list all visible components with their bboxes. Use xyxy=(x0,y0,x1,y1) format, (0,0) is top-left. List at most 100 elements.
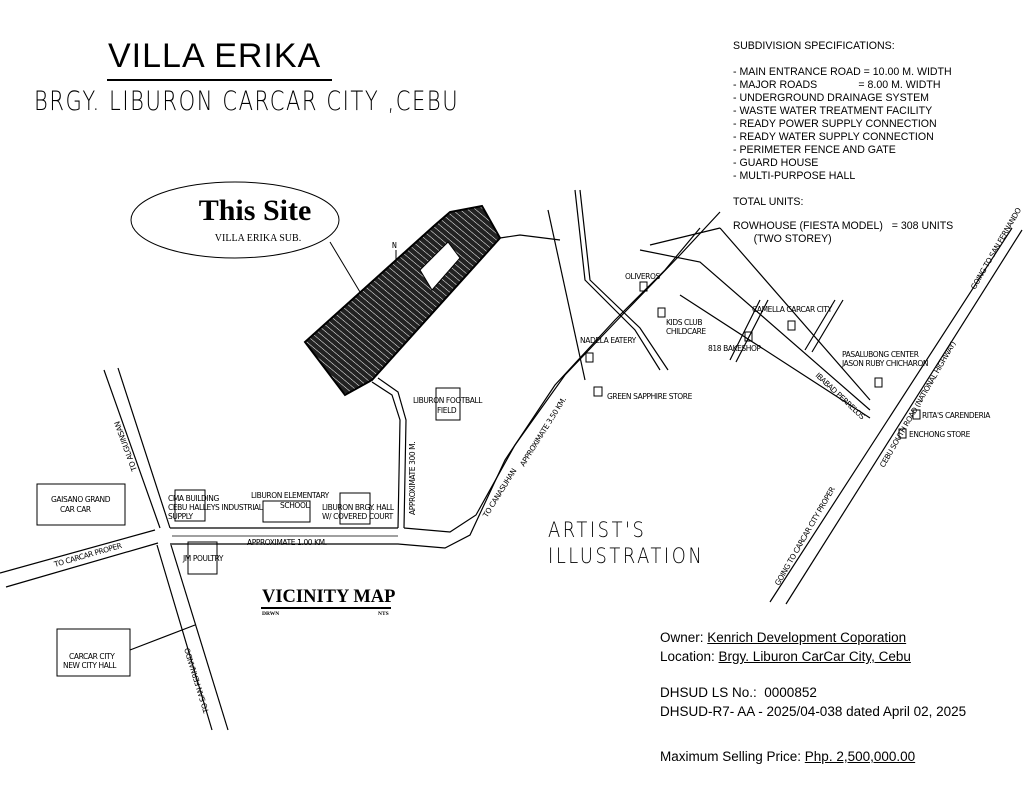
vicinity-map-underline xyxy=(261,607,391,609)
bakeshop-box xyxy=(744,331,753,342)
price-label: Maximum Selling Price: xyxy=(660,749,805,764)
oliveros-box xyxy=(639,281,648,292)
price-value: Php. 2,500,000.00 xyxy=(804,749,916,764)
artist-label: ARTIST'S xyxy=(548,518,647,542)
location-value: Brgy. Liburon CarCar City, Cebu xyxy=(718,649,911,664)
label-city-hall: CARCAR CITY xyxy=(69,652,115,661)
ls-line: DHSUD LS No.: 0000852 xyxy=(660,685,817,701)
camella-box xyxy=(787,320,796,331)
road-label-san-fernando: TO SAN FERNANDO xyxy=(183,647,212,715)
villa-erika-site-plan xyxy=(303,204,502,397)
illustration-label: ILLUSTRATION xyxy=(548,544,705,568)
spec-item: - MAIN ENTRANCE ROAD = 10.00 M. WIDTH xyxy=(733,66,952,78)
spec-item: - READY POWER SUPPLY CONNECTION xyxy=(733,118,937,130)
site-open-space xyxy=(419,241,461,291)
road-line xyxy=(729,299,761,361)
road-label-going-carcar: GOING TO CARCAR CITY PROPER xyxy=(773,485,837,587)
label-oliveros: OLIVEROS xyxy=(625,272,660,281)
road-line xyxy=(649,227,721,246)
spec-item: - UNDERGROUND DRAINAGE SYSTEM xyxy=(733,92,929,104)
road-line xyxy=(117,367,171,529)
label-nadela: NADELA EATERY xyxy=(580,336,637,345)
enchong-box xyxy=(898,428,907,439)
total-units-label: TOTAL UNITS: xyxy=(733,196,804,208)
city-hall-box xyxy=(56,628,131,677)
road-line xyxy=(170,544,229,731)
label-school: LIBURON ELEMENTARY xyxy=(251,491,330,500)
label-poultry: JM POULTRY xyxy=(182,554,224,563)
label-gaisano: GAISANO GRAND xyxy=(51,495,111,504)
road-line xyxy=(499,234,561,241)
location-line: Location: Brgy. Liburon CarCar City, Ceb… xyxy=(660,649,911,665)
spec-item: - MAJOR ROADS = 8.00 M. WIDTH xyxy=(733,79,941,91)
label-ritas: RITA'S CARENDERIA xyxy=(922,411,991,420)
road-line xyxy=(0,529,156,574)
site-callout-ellipse xyxy=(130,181,340,259)
spec-item: - READY WATER SUPPLY CONNECTION xyxy=(733,131,934,143)
price-line: Maximum Selling Price: Php. 2,500,000.00 xyxy=(660,749,915,765)
label-bakeshop: 818 BAKESHOP xyxy=(708,344,762,353)
owner-line: Owner: Kenrich Development Coporation xyxy=(660,630,906,646)
location-label: Location: xyxy=(660,649,719,664)
ls-value: 0000852 xyxy=(764,685,817,700)
road-label-ibabad: IBABAD PERRELOS xyxy=(814,371,867,422)
callout-title: This Site xyxy=(199,194,312,227)
map-subtitle: BRGY. LIBURON CARCAR CITY ,CEBU xyxy=(34,86,460,117)
rowhouse-units: ROWHOUSE (FIESTA MODEL) = 308 UNITS xyxy=(733,220,954,232)
r7-line: DHSUD-R7- AA - 2025/04-038 dated April 0… xyxy=(660,704,967,719)
road-line xyxy=(547,209,586,381)
label-camella: CAMELLA CARCAR CITY xyxy=(752,305,833,314)
road-line xyxy=(811,299,844,353)
cma-box xyxy=(174,489,206,522)
school-box xyxy=(262,500,311,523)
road-label-300m: APPROXIMATE 300 M. xyxy=(408,442,417,515)
road-line xyxy=(719,227,871,401)
label-school: SCHOOL xyxy=(280,501,310,510)
spec-item: - MULTI-PURPOSE HALL xyxy=(733,170,856,182)
owner-label: Owner: xyxy=(660,630,708,645)
road-label-going-san-fernando: GOING TO SAN FERNANDO xyxy=(969,206,1023,291)
road-label-alguinsan: TO ALGUINSAN xyxy=(113,420,140,473)
gaisano-box xyxy=(36,483,126,526)
road-line xyxy=(156,544,213,731)
callout-subtitle: VILLA ERIKA SUB. xyxy=(215,233,301,244)
spec-item: - WASTE WATER TREATMENT FACILITY xyxy=(733,105,933,117)
label-cma: CEBU HALLEYS INDUSTRIAL xyxy=(168,503,264,512)
road-line xyxy=(377,377,407,529)
label-gaisano: CAR CAR xyxy=(60,505,91,514)
label-kids-club: CHILDCARE xyxy=(666,327,706,336)
label-cma: CMA BUILDING xyxy=(168,494,219,503)
north-arrow: N xyxy=(392,241,397,250)
road-line xyxy=(403,211,721,533)
subdivision-specifications: SUBDIVISION SPECIFICATIONS: - MAIN ENTRAN… xyxy=(733,40,953,246)
owner-value: Kenrich Development Coporation xyxy=(707,630,907,645)
rowhouse-storey: (TWO STOREY) xyxy=(733,233,832,245)
label-city-hall: NEW CITY HALL xyxy=(63,661,117,670)
road-line xyxy=(804,299,836,351)
label-kids-club: KIDS CLUB xyxy=(666,318,702,327)
road-line xyxy=(129,624,196,651)
label-pasalubong: PASALUBONG CENTER xyxy=(842,350,919,359)
road-line xyxy=(769,227,1013,603)
label-pasalubong: JASON RUBY CHICHARON xyxy=(841,359,928,368)
road-line xyxy=(574,189,661,371)
label-football-field: FIELD xyxy=(437,406,457,415)
road-line xyxy=(5,542,159,588)
title-underline xyxy=(107,79,332,81)
road-label-1km: APPROXIMATE 1.00 KM. xyxy=(247,538,327,547)
label-brgy-hall: LIBURON BRGY. HALL xyxy=(322,503,395,512)
football-field-box xyxy=(435,387,461,421)
vicinity-map-title: VICINITY MAP xyxy=(262,587,396,607)
road-line xyxy=(170,227,701,549)
road-line xyxy=(785,229,1023,605)
specs-heading: SUBDIVISION SPECIFICATIONS: xyxy=(733,40,895,52)
road-line xyxy=(579,189,669,371)
road-label-canasuhan: TO CANASUHAN xyxy=(481,467,519,520)
spec-item: - PERIMETER FENCE AND GATE xyxy=(733,144,896,156)
green-sapphire-box xyxy=(593,386,603,397)
label-enchong: ENCHONG STORE xyxy=(909,430,971,439)
road-line xyxy=(103,369,161,529)
nadela-box xyxy=(585,352,594,363)
label-cma: SUPPLY xyxy=(168,512,193,521)
